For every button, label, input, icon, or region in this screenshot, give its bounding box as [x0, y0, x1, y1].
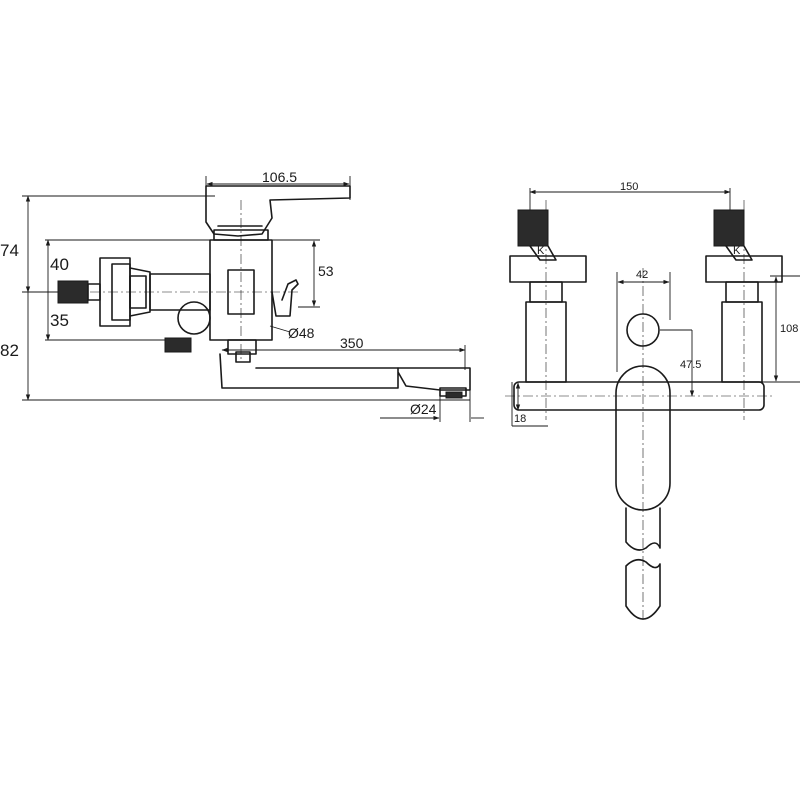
dim-53: 53 [318, 263, 334, 279]
dim-18: 18 [514, 413, 526, 425]
dim-42: 42 [636, 269, 648, 281]
side-dimension-lines [22, 176, 484, 422]
left-inlet-body [509, 245, 587, 383]
horizontal-bar [513, 381, 765, 411]
dim-40: 40 [50, 255, 69, 274]
left-inlet-thread [517, 209, 549, 247]
dim-108: 108 [780, 323, 798, 335]
spout [219, 339, 471, 397]
right-inlet-mark: K [733, 245, 741, 257]
handle-lever [205, 185, 351, 241]
dim-35: 35 [50, 311, 69, 330]
right-inlet-body [705, 245, 783, 383]
dim-47-5: 47.5 [680, 359, 701, 371]
shower-outlet-thread [164, 337, 192, 353]
dim-diameter-48: Ø48 [288, 325, 315, 341]
dim-74: 74 [0, 241, 19, 260]
spout-aerator [445, 391, 463, 399]
left-inlet-mark: K [537, 245, 545, 257]
dim-150: 150 [620, 181, 638, 193]
body-tube [149, 239, 273, 341]
dim-106-5: 106.5 [262, 169, 297, 185]
spout-stem [625, 507, 661, 620]
dim-82: 82 [0, 341, 19, 360]
dim-diameter-24: Ø24 [410, 401, 437, 417]
handle-knob [626, 313, 660, 347]
side-view: 106.5 74 82 40 35 53 Ø48 350 Ø24 [0, 169, 484, 422]
front-view: K K 150 42 108 47.5 18 [505, 181, 800, 620]
front-dimension-lines [511, 188, 800, 427]
right-inlet-thread [713, 209, 745, 247]
diverter-knob [271, 279, 299, 317]
dim-350: 350 [340, 335, 364, 351]
inlet-thread [57, 280, 89, 304]
body-capsule [615, 365, 671, 511]
